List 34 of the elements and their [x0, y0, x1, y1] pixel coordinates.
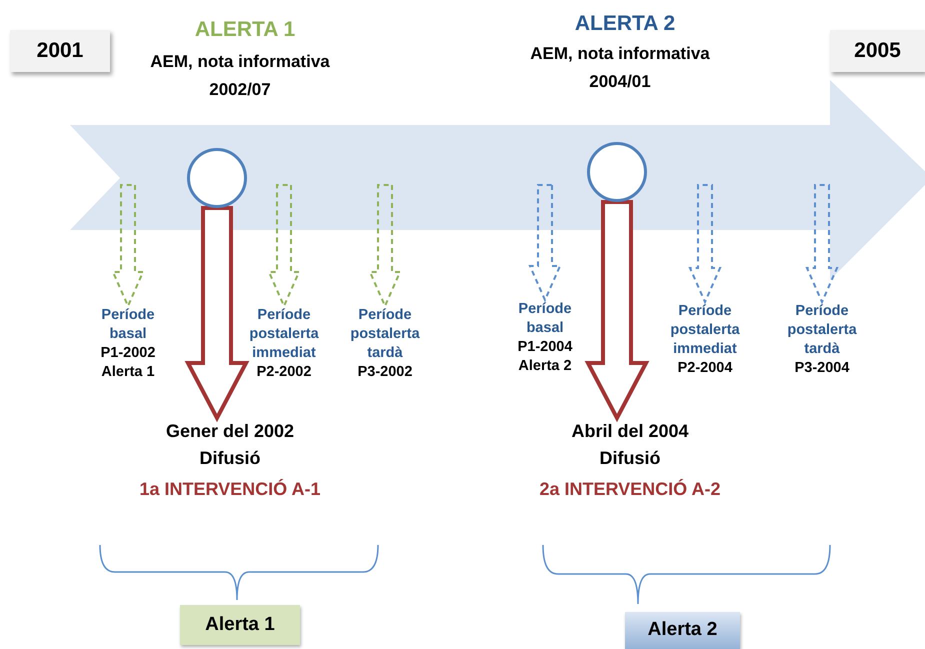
period-code: P1-2002 Alerta 1: [100, 344, 156, 382]
source-note: AEM, nota informativa 2002/07: [149, 51, 331, 101]
source-note: AEM, nota informativa 2004/01: [529, 43, 711, 93]
period-code: P2-2002: [256, 363, 312, 382]
dashed-block-arrow: [528, 184, 562, 302]
date-label: Gener del 2002: [166, 420, 294, 443]
period-name: Període basal: [517, 300, 573, 338]
alert-tag: Alerta 1: [180, 605, 300, 645]
block-arrow: [584, 200, 650, 422]
dashed-block-arrow: [368, 184, 402, 308]
year-label: 2005: [830, 30, 925, 72]
action-label: Difusió: [200, 447, 260, 470]
action-label: Difusió: [600, 447, 660, 470]
period-name: Període basal: [100, 306, 156, 344]
period-code: P1-2004 Alerta 2: [516, 338, 574, 376]
period-name: Període postalerta immediat: [669, 302, 741, 359]
dashed-block-arrow: [111, 184, 145, 308]
alert-heading: ALERTA 1: [194, 17, 296, 43]
intervention-label: 1a INTERVENCIÓ A-1: [139, 478, 321, 501]
dashed-block-arrow: [267, 184, 301, 308]
dashed-block-arrow: [805, 184, 839, 304]
period-name: Període postalerta tardà: [786, 302, 858, 359]
period-name: Període postalerta immediat: [248, 306, 320, 363]
dashed-block-arrow: [688, 184, 722, 304]
alert-heading: ALERTA 2: [574, 11, 676, 37]
date-label: Abril del 2004: [571, 420, 689, 443]
block-arrow: [184, 206, 250, 422]
period-code: P2-2004: [678, 359, 732, 378]
alert-tag: Alerta 2: [625, 612, 740, 649]
year-label: 2001: [10, 30, 110, 72]
period-code: P3-2002: [358, 363, 412, 382]
period-name: Període postalerta tardà: [349, 306, 421, 363]
period-code: P3-2004: [794, 359, 850, 378]
intervention-label: 2a INTERVENCIÓ A-2: [539, 478, 721, 501]
